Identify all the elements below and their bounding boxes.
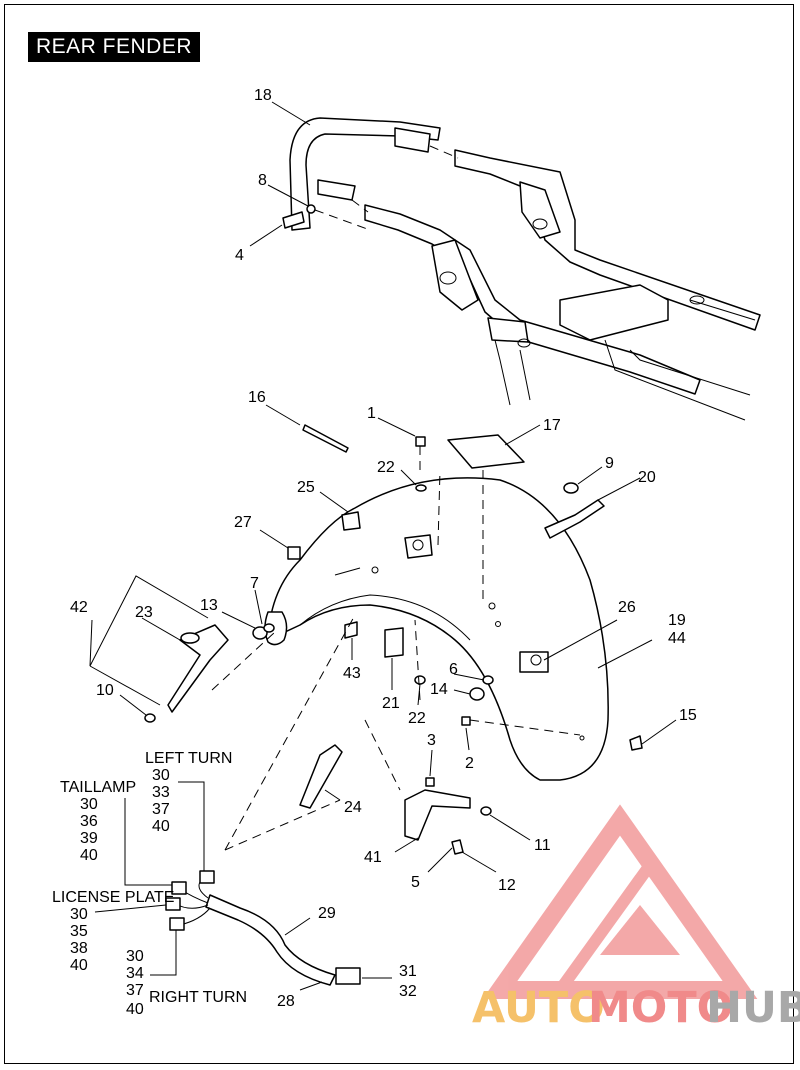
callout-17: 17 (543, 417, 561, 434)
left-turn-connector (199, 870, 215, 884)
callout-15: 15 (679, 707, 697, 724)
right-turn-part: 34 (126, 965, 144, 982)
watermark-hub: HUB (706, 983, 800, 1033)
left-turn-part: 37 (152, 801, 170, 818)
left-turn-part: 40 (152, 818, 170, 835)
callout-24: 24 (344, 799, 362, 816)
sissy-bar-rails (289, 117, 761, 421)
callout-22-upper: 22 (377, 459, 395, 476)
license-plate-connector (165, 897, 181, 911)
callout-43: 43 (343, 665, 361, 682)
right-turn-connector (169, 917, 185, 931)
taillamp-label: TAILLAMP (60, 779, 136, 796)
license-plate-part: 35 (70, 923, 88, 940)
license-plate-part: 40 (70, 957, 88, 974)
callout-13: 13 (200, 597, 218, 614)
license-plate-part: 38 (70, 940, 88, 957)
hardware-parts (89, 204, 643, 855)
harness-taillamp: TAILLAMP 30 36 39 40 (60, 779, 136, 864)
callout-29: 29 (318, 905, 336, 922)
left-turn-part: 33 (152, 784, 170, 801)
callout-1: 1 (367, 405, 376, 422)
callout-9: 9 (605, 455, 614, 472)
right-turn-label: RIGHT TURN (149, 989, 247, 1006)
callout-16: 16 (248, 389, 266, 406)
watermark-moto: MOTO (588, 983, 733, 1033)
callout-21: 21 (382, 695, 400, 712)
page-frame (4, 4, 794, 1064)
harness-connector (335, 967, 361, 985)
callout-11: 11 (534, 837, 551, 854)
callout-18: 18 (254, 87, 272, 104)
callout-3: 3 (427, 732, 436, 749)
callout-14: 14 (430, 681, 448, 698)
wiring-harness (165, 870, 361, 986)
callout-22-lower: 22 (408, 710, 426, 727)
left-turn-label: LEFT TURN (145, 750, 232, 767)
right-turn-part: 37 (126, 982, 144, 999)
taillamp-part: 39 (80, 830, 98, 847)
watermark-auto: AUTO (472, 983, 605, 1033)
callout-26: 26 (618, 599, 636, 616)
rear-fender (264, 477, 609, 781)
callout-20: 20 (638, 469, 656, 486)
callout-27: 27 (234, 514, 252, 531)
diagram-title: REAR FENDER (28, 32, 201, 62)
callout-32: 32 (399, 983, 417, 1000)
right-turn-part: 30 (126, 948, 144, 965)
callout-19: 19 (668, 612, 686, 629)
callout-2: 2 (465, 755, 474, 772)
taillamp-part: 30 (80, 796, 98, 813)
callout-5: 5 (411, 874, 420, 891)
callout-4: 4 (235, 247, 244, 264)
watermark-logo (482, 804, 758, 999)
callout-25: 25 (297, 479, 315, 496)
callout-44: 44 (668, 630, 686, 647)
callout-numbers: 18 8 4 16 1 17 22 9 20 25 27 7 13 42 23 … (70, 87, 697, 1010)
callout-31: 31 (399, 963, 417, 980)
callout-10: 10 (96, 682, 114, 699)
license-plate-label: LICENSE PLATE (52, 889, 174, 906)
harness-license-plate: LICENSE PLATE 30 35 38 40 (52, 889, 174, 974)
callout-12: 12 (498, 877, 516, 894)
callout-23: 23 (135, 604, 153, 621)
harness-left-turn: LEFT TURN 30 33 37 40 (145, 750, 232, 835)
callout-41: 41 (364, 849, 382, 866)
callout-7: 7 (250, 575, 259, 592)
left-turn-part: 30 (152, 767, 170, 784)
leader-lines (89, 101, 677, 991)
right-turn-part: 40 (126, 1001, 144, 1018)
harness-right-turn: 30 34 37 RIGHT TURN 40 (126, 948, 247, 1018)
license-plate-part: 30 (70, 906, 88, 923)
callout-6: 6 (449, 661, 458, 678)
watermark-text: AUTO MOTO HUB (472, 983, 800, 1033)
taillamp-part: 36 (80, 813, 98, 830)
taillamp-part: 40 (80, 847, 98, 864)
callout-28: 28 (277, 993, 295, 1010)
callout-42: 42 (70, 599, 88, 616)
taillamp-connector (171, 881, 187, 895)
callout-8: 8 (258, 172, 267, 189)
